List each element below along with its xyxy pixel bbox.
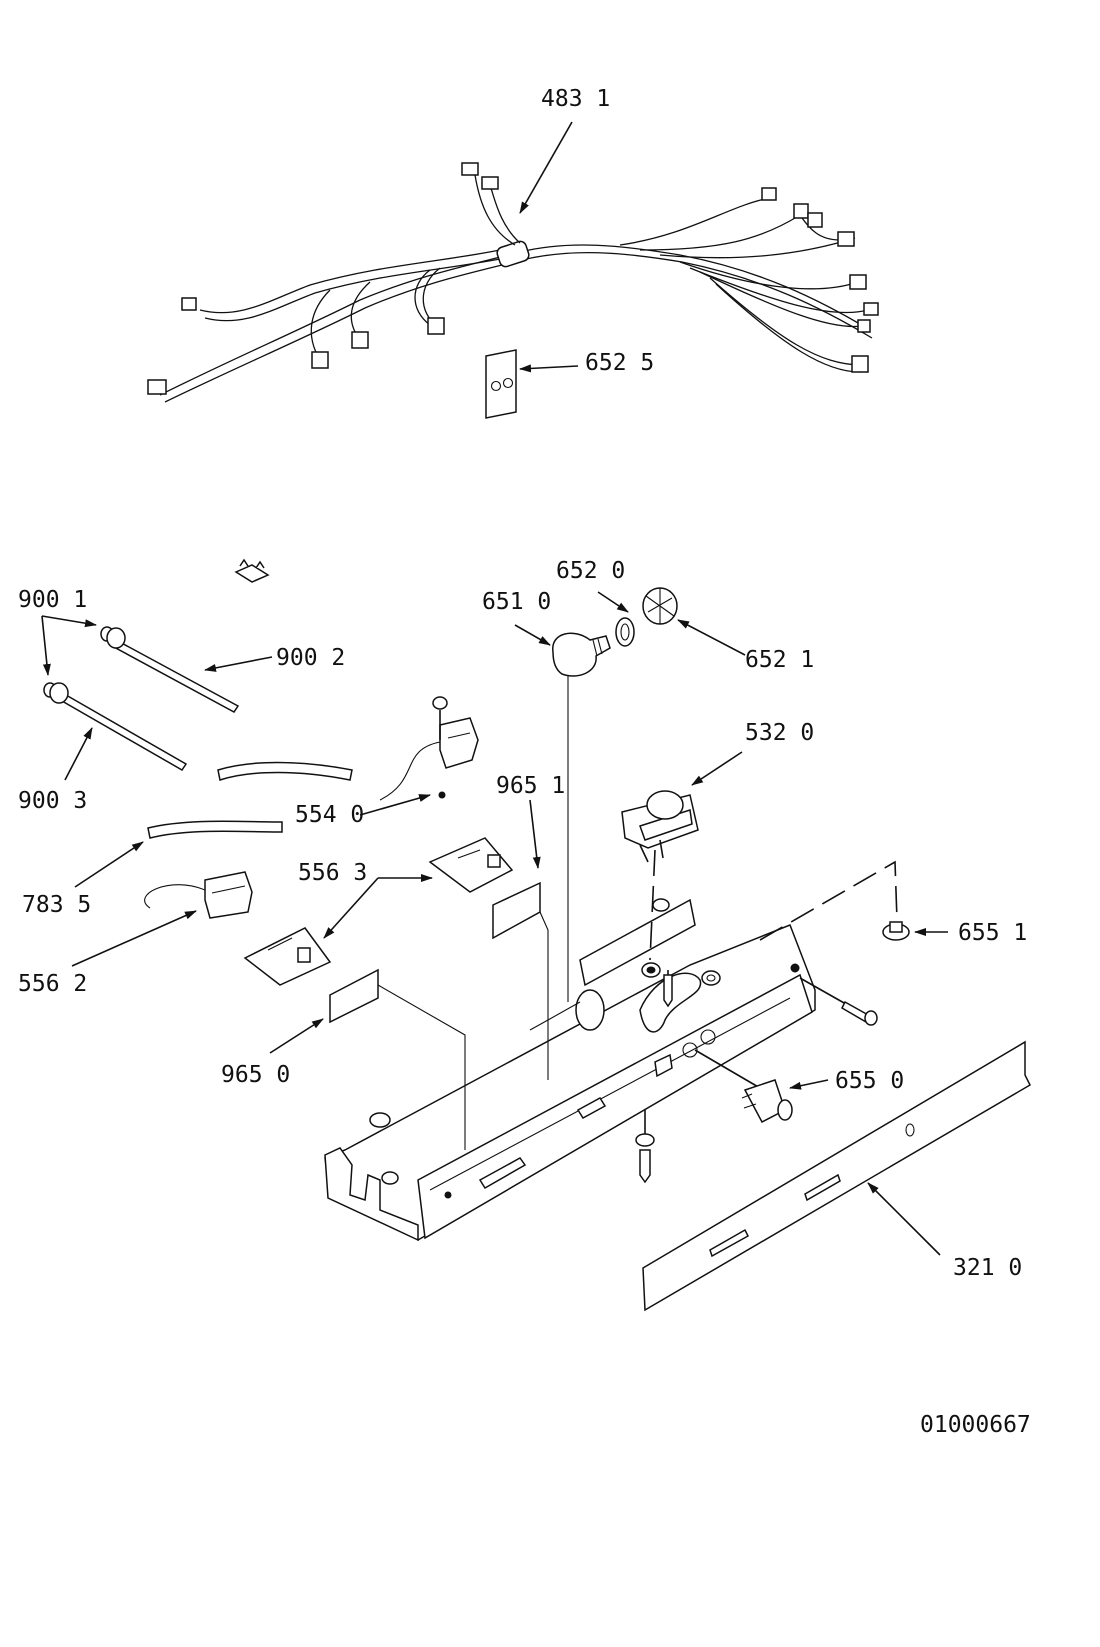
rod-900-2 xyxy=(100,626,240,713)
callout-900-1: 900 1 xyxy=(18,587,87,613)
label-square-965-1 xyxy=(492,881,549,1080)
gasket-plate xyxy=(485,349,517,419)
lamp-socket-ring xyxy=(615,617,635,647)
callout-532-0: 532 0 xyxy=(745,720,814,746)
callout-652-1: 652 1 xyxy=(745,647,814,673)
screw-right xyxy=(799,977,878,1026)
rod-900-3 xyxy=(43,682,188,772)
callout-655-0: 655 0 xyxy=(835,1068,904,1094)
callout-655-1: 655 1 xyxy=(958,920,1027,946)
label-plate xyxy=(642,1040,1031,1312)
callout-483-1: 483 1 xyxy=(541,86,610,112)
callout-556-2: 556 2 xyxy=(18,971,87,997)
door-switch-554 xyxy=(379,696,479,801)
thermostat xyxy=(621,790,699,961)
switch-bracket-lower xyxy=(243,927,332,986)
callout-556-3: 556 3 xyxy=(298,860,367,886)
callout-652-5: 652 5 xyxy=(585,350,654,376)
diagram-id: 01000667 xyxy=(920,1412,1031,1438)
capillary-tube-783 xyxy=(147,820,283,839)
callout-965-1: 965 1 xyxy=(496,773,565,799)
foot-655-1 xyxy=(759,860,910,941)
callout-900-2: 900 2 xyxy=(276,645,345,671)
callout-783-5: 783 5 xyxy=(22,892,91,918)
callout-900-3: 900 3 xyxy=(18,788,87,814)
screw-bottom xyxy=(635,1110,655,1184)
switch-bracket-upper xyxy=(428,837,514,893)
light-bulb xyxy=(552,632,611,1002)
label-square-965-0 xyxy=(329,968,466,1150)
callout-321-0: 321 0 xyxy=(953,1255,1022,1281)
switch-655-0 xyxy=(694,1049,793,1124)
capillary-tube-upper xyxy=(217,761,353,781)
lamp-socket-housing xyxy=(642,587,678,625)
clip xyxy=(234,558,270,583)
leader-lines xyxy=(41,121,948,1256)
wire-harness xyxy=(147,162,879,403)
door-switch-556-2 xyxy=(144,871,253,919)
control-box xyxy=(324,898,816,1248)
callout-651-0: 651 0 xyxy=(482,589,551,615)
callout-965-0: 965 0 xyxy=(221,1062,290,1088)
callout-554-0: 554 0 xyxy=(295,802,364,828)
callout-652-0: 652 0 xyxy=(556,558,625,584)
